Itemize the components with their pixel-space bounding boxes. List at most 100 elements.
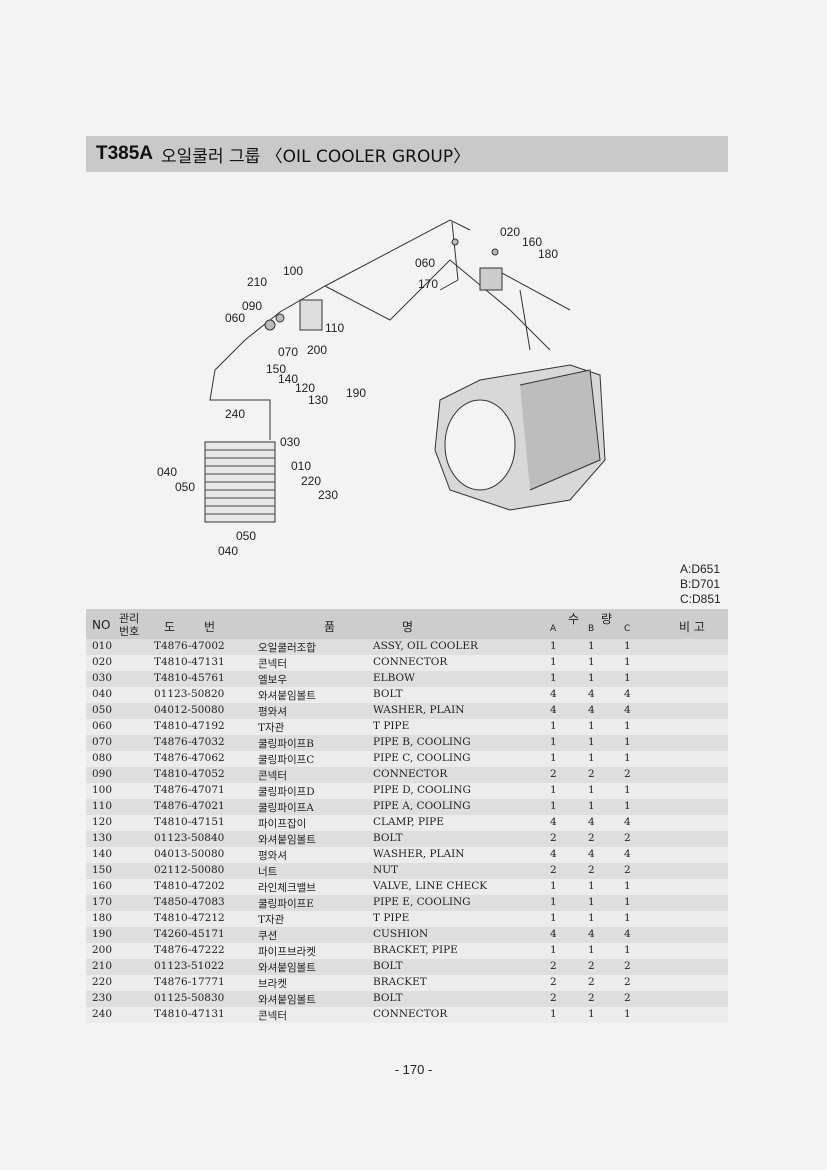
cell-no: 010 (92, 640, 113, 652)
cell-kr: 쿨링파이프C (258, 754, 315, 766)
cell-kr: 라인체크밸브 (258, 882, 316, 894)
cell-part: T4876-47032 (154, 736, 225, 748)
cell-b: 1 (588, 672, 595, 684)
cell-no: 140 (92, 848, 113, 860)
cell-c: 1 (624, 720, 631, 732)
label-120: 120 (295, 381, 315, 395)
cell-en: CUSHION (373, 928, 429, 940)
cell-en: ELBOW (373, 672, 415, 684)
cell-a: 1 (550, 656, 557, 668)
cell-kr: 평와셔 (258, 706, 287, 718)
model-a: A:D651 (680, 562, 721, 576)
label-060: 060 (225, 311, 245, 325)
cell-no: 060 (92, 720, 113, 732)
cell-b: 1 (588, 784, 595, 796)
label-110: 110 (325, 321, 344, 335)
label-030: 030 (280, 435, 300, 449)
cell-kr: 쿨링파이프B (258, 738, 315, 750)
cell-no: 180 (92, 912, 113, 924)
cell-no: 100 (92, 784, 113, 796)
cell-no: 150 (92, 864, 113, 876)
label-040: 040 (157, 465, 177, 479)
cell-a: 1 (550, 640, 557, 652)
cell-a: 1 (550, 1008, 557, 1020)
table-header: NO 관리 번호 도 번 품 명 수 량 A B C 비 고 (86, 609, 728, 639)
exploded-parts-diagram: 020 160 180 060 170 100 210 090 060 110 … (157, 219, 606, 558)
label-140: 140 (278, 372, 298, 386)
cell-c: 4 (624, 928, 631, 940)
cell-en: PIPE C, COOLING (373, 752, 471, 764)
cell-b: 2 (588, 960, 595, 972)
cell-c: 2 (624, 992, 631, 1004)
model-c: C:D851 (680, 592, 721, 606)
cell-part: T4876-17771 (154, 976, 225, 988)
cell-b: 1 (588, 896, 595, 908)
cell-a: 4 (550, 848, 557, 860)
label-050-bottom: 050 (236, 529, 256, 543)
label-180: 180 (538, 247, 558, 261)
cell-kr: 파이프브라켓 (258, 946, 316, 958)
label-210: 210 (247, 275, 267, 289)
header-name-1: 품 (324, 620, 336, 634)
label-220: 220 (301, 474, 321, 488)
cell-kr: 와셔붙임볼트 (258, 834, 316, 846)
cell-part: T4850-47083 (154, 896, 225, 908)
cell-en: BOLT (373, 960, 403, 972)
cell-kr: 쿨링파이프D (258, 786, 315, 798)
cell-no: 070 (92, 736, 113, 748)
header-mgmt-no-1: 관리 (119, 612, 140, 625)
cell-b: 4 (588, 816, 595, 828)
cell-kr: T자관 (258, 914, 285, 926)
cell-b: 4 (588, 928, 595, 940)
cell-c: 1 (624, 880, 631, 892)
cell-a: 1 (550, 944, 557, 956)
model-legend: A:D651 B:D701 C:D851 (680, 562, 721, 607)
label-190: 190 (346, 386, 366, 400)
cell-b: 4 (588, 688, 595, 700)
cell-b: 4 (588, 848, 595, 860)
cell-a: 4 (550, 704, 557, 716)
cell-no: 040 (92, 688, 113, 700)
cell-c: 1 (624, 672, 631, 684)
cell-no: 030 (92, 672, 113, 684)
cell-kr: 쿨링파이프A (258, 802, 314, 814)
label-130: 130 (308, 393, 328, 407)
cell-no: 240 (92, 1008, 113, 1020)
cell-c: 1 (624, 800, 631, 812)
cell-a: 1 (550, 720, 557, 732)
cell-no: 120 (92, 816, 113, 828)
label-070: 070 (278, 345, 298, 359)
cell-a: 2 (550, 960, 557, 972)
cell-b: 1 (588, 752, 595, 764)
cell-a: 4 (550, 688, 557, 700)
header-c: C (624, 624, 631, 634)
cell-b: 1 (588, 736, 595, 748)
cell-no: 160 (92, 880, 113, 892)
cell-kr: 콘넥터 (258, 1010, 287, 1022)
cell-kr: 쿠션 (258, 930, 278, 942)
cell-c: 4 (624, 848, 631, 860)
cell-kr: 파이프잡이 (258, 818, 307, 830)
section-code: T385A (96, 143, 154, 164)
header-drawing-no-2: 번 (204, 620, 216, 634)
header-name-2: 명 (402, 620, 414, 634)
cell-part: T4876-47021 (154, 800, 225, 812)
cell-a: 2 (550, 864, 557, 876)
cell-no: 170 (92, 896, 113, 908)
cell-kr: 엘보우 (258, 674, 287, 686)
header-remarks: 비 고 (679, 620, 705, 634)
